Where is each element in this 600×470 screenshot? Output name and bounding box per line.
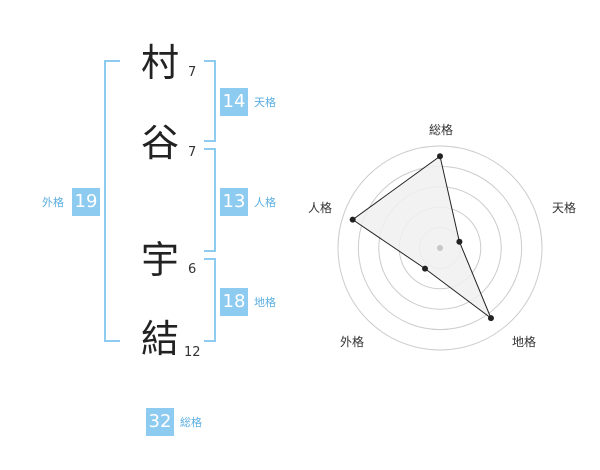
- radar-label-gaikaku: 外格: [340, 335, 365, 349]
- chikaku-value-badge: 18: [220, 288, 248, 316]
- gaikaku-bracket: [104, 60, 120, 342]
- radar-label-soukaku: 総格: [429, 123, 454, 137]
- tenkaku-label: 天格: [254, 96, 276, 109]
- jinkaku-label: 人格: [254, 196, 276, 209]
- tenkaku-value-badge: 14: [220, 88, 248, 116]
- radar-label-jinkaku: 人格: [308, 201, 333, 215]
- stroke-count-1: 7: [188, 65, 197, 80]
- gaikaku-label: 外格: [42, 196, 64, 209]
- name-char-3: 宇: [140, 238, 179, 282]
- tenkaku-bracket: [204, 60, 216, 142]
- soukaku-value-badge: 32: [146, 408, 174, 436]
- jinkaku-bracket: [204, 148, 216, 252]
- radar-grid-ring: [337, 145, 543, 351]
- name-char-1: 村: [140, 41, 179, 85]
- radar-center-dot: [437, 245, 443, 251]
- radar-label-chikaku: 地格: [512, 335, 537, 349]
- stroke-count-4: 12: [184, 345, 201, 360]
- chikaku-label: 地格: [254, 296, 276, 309]
- soukaku-label: 総格: [180, 416, 202, 429]
- stroke-count-3: 6: [188, 262, 197, 277]
- name-char-4: 結: [140, 317, 179, 361]
- radar-point-3: [487, 315, 494, 322]
- chikaku-bracket: [204, 258, 216, 342]
- radar-label-tenkaku: 天格: [552, 201, 577, 215]
- radar-point-4: [422, 265, 429, 272]
- jinkaku-value-badge: 13: [220, 188, 248, 216]
- fortune-radar-chart: [337, 145, 543, 351]
- radar-point-5: [349, 216, 356, 223]
- gaikaku-value-badge: 19: [72, 188, 100, 216]
- radar-data-polygon: [351, 155, 493, 320]
- radar-point-1: [437, 153, 443, 160]
- name-char-2: 谷: [140, 121, 179, 165]
- stroke-count-2: 7: [188, 145, 197, 160]
- radar-point-2: [456, 238, 463, 245]
